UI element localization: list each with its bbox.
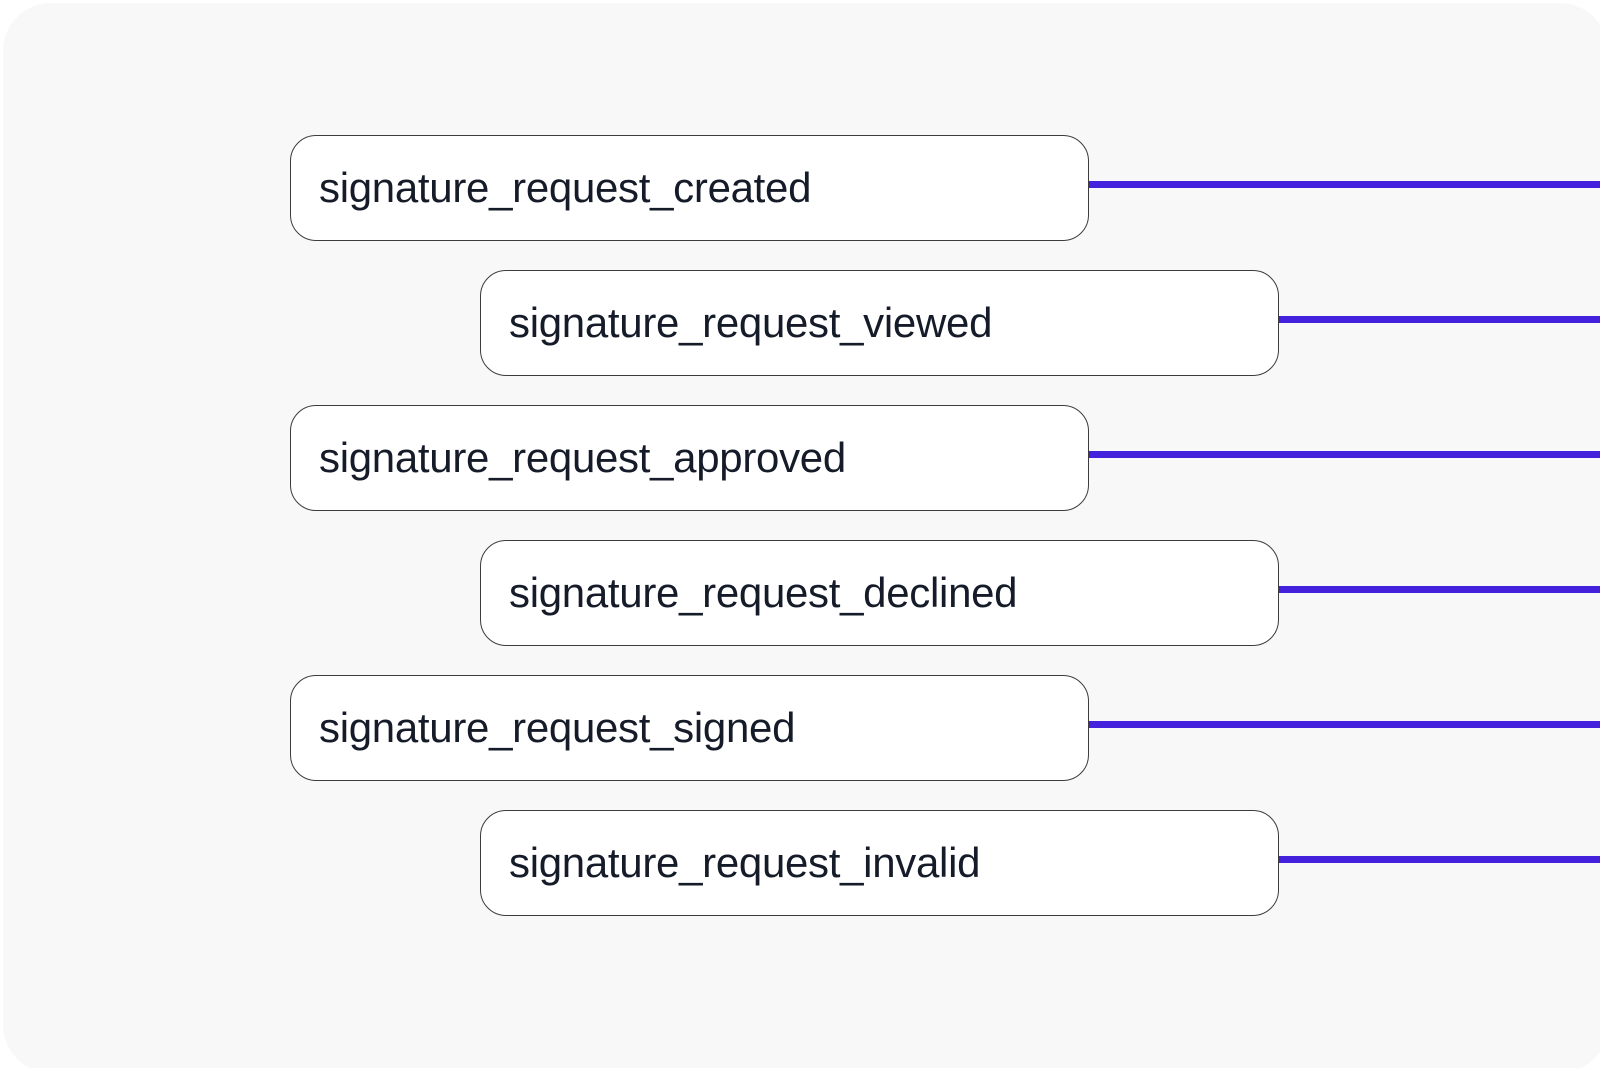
event-node-label: signature_request_signed	[319, 704, 796, 751]
event-node-label: signature_request_created	[319, 164, 812, 211]
event-node-signature-request-viewed[interactable]: signature_request_viewed	[480, 270, 1279, 376]
event-node-signature-request-approved[interactable]: signature_request_approved	[290, 405, 1089, 511]
event-node-label: signature_request_approved	[319, 434, 846, 481]
event-node-label: signature_request_declined	[509, 569, 1018, 616]
event-node-signature-request-declined[interactable]: signature_request_declined	[480, 540, 1279, 646]
event-node-signature-request-created[interactable]: signature_request_created	[290, 135, 1089, 241]
event-node-signature-request-invalid[interactable]: signature_request_invalid	[480, 810, 1279, 916]
event-node-label: signature_request_viewed	[509, 299, 993, 346]
event-node-label: signature_request_invalid	[509, 839, 981, 886]
event-node-signature-request-signed[interactable]: signature_request_signed	[290, 675, 1089, 781]
